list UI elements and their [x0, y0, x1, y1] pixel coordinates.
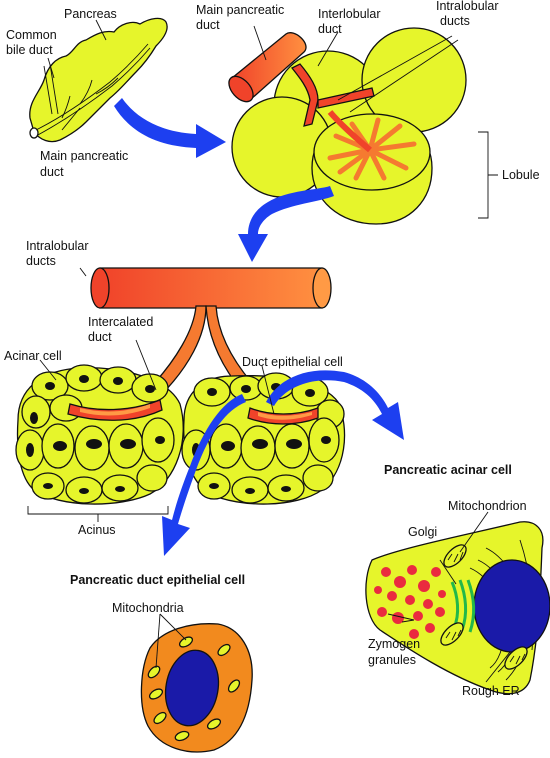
arrow-pancreas-to-lobule: [114, 98, 226, 158]
intralobular-duct-branches: [327, 117, 417, 181]
label-main-pancreatic-duct-top-1: Main pancreatic: [196, 3, 284, 17]
label-intercalated-duct-2: duct: [88, 330, 112, 344]
label-intralobular-ducts-top-1: Intralobular: [436, 0, 499, 13]
label-interlobular-duct-1: Interlobular: [318, 7, 381, 21]
text-labels: Pancreas Common bile duct Main pancreati…: [4, 0, 540, 698]
duct-cell-nucleus: [164, 649, 220, 727]
duct-epithelial-cell-detail: [140, 623, 253, 753]
label-main-pancreatic-duct-left-2: duct: [40, 165, 64, 179]
label-rough-er: Rough ER: [462, 684, 520, 698]
acinar-nucleus: [473, 559, 550, 653]
label-common-bile-duct-1: Common: [6, 28, 57, 42]
label-intralobular-ducts-top-2: ducts: [440, 14, 470, 28]
label-golgi: Golgi: [408, 525, 437, 539]
label-common-bile-duct-2: bile duct: [6, 43, 53, 57]
label-lobule: Lobule: [502, 168, 540, 182]
title-pancreatic-acinar-cell: Pancreatic acinar cell: [384, 463, 512, 477]
lobule-bracket: [478, 131, 498, 219]
label-interlobular-duct-2: duct: [318, 22, 342, 36]
arrow-to-duct-cell: [162, 394, 246, 556]
acinar-mitochondrion-3: [504, 646, 528, 670]
label-mitochondrion: Mitochondrion: [448, 499, 527, 513]
leader-lines: [39, 19, 511, 683]
acinar-cell-detail: [365, 521, 550, 695]
intralobular-duct-tube: [90, 267, 332, 309]
flow-arrows: [114, 98, 404, 556]
zymogen-granules: [374, 565, 446, 639]
acinar-mitochondrion-2: [440, 622, 464, 646]
label-intralobular-ducts-mid-1: Intralobular: [26, 239, 89, 253]
label-intralobular-ducts-mid-2: ducts: [26, 254, 56, 268]
label-main-pancreatic-duct-left-1: Main pancreatic: [40, 149, 128, 163]
label-duct-epithelial-cell: Duct epithelial cell: [242, 355, 343, 369]
lobule-cluster: [228, 27, 498, 225]
title-pancreatic-duct-epithelial-cell: Pancreatic duct epithelial cell: [70, 573, 245, 587]
label-acinus: Acinus: [78, 523, 116, 537]
label-acinar-cell: Acinar cell: [4, 349, 62, 363]
label-pancreas: Pancreas: [64, 7, 117, 21]
label-intercalated-duct-1: Intercalated: [88, 315, 153, 329]
label-main-pancreatic-duct-top-2: duct: [196, 18, 220, 32]
label-zymogen-granules-1: Zymogen: [368, 637, 420, 651]
acinus-bracket: [27, 506, 169, 522]
acinus-left: [15, 364, 184, 505]
label-mitochondria: Mitochondria: [112, 601, 184, 615]
arrow-to-acinar-cell: [266, 370, 404, 440]
label-zymogen-granules-2: granules: [368, 653, 416, 667]
pancreas-organ: [29, 17, 168, 143]
arrow-lobule-to-duct: [238, 186, 334, 262]
